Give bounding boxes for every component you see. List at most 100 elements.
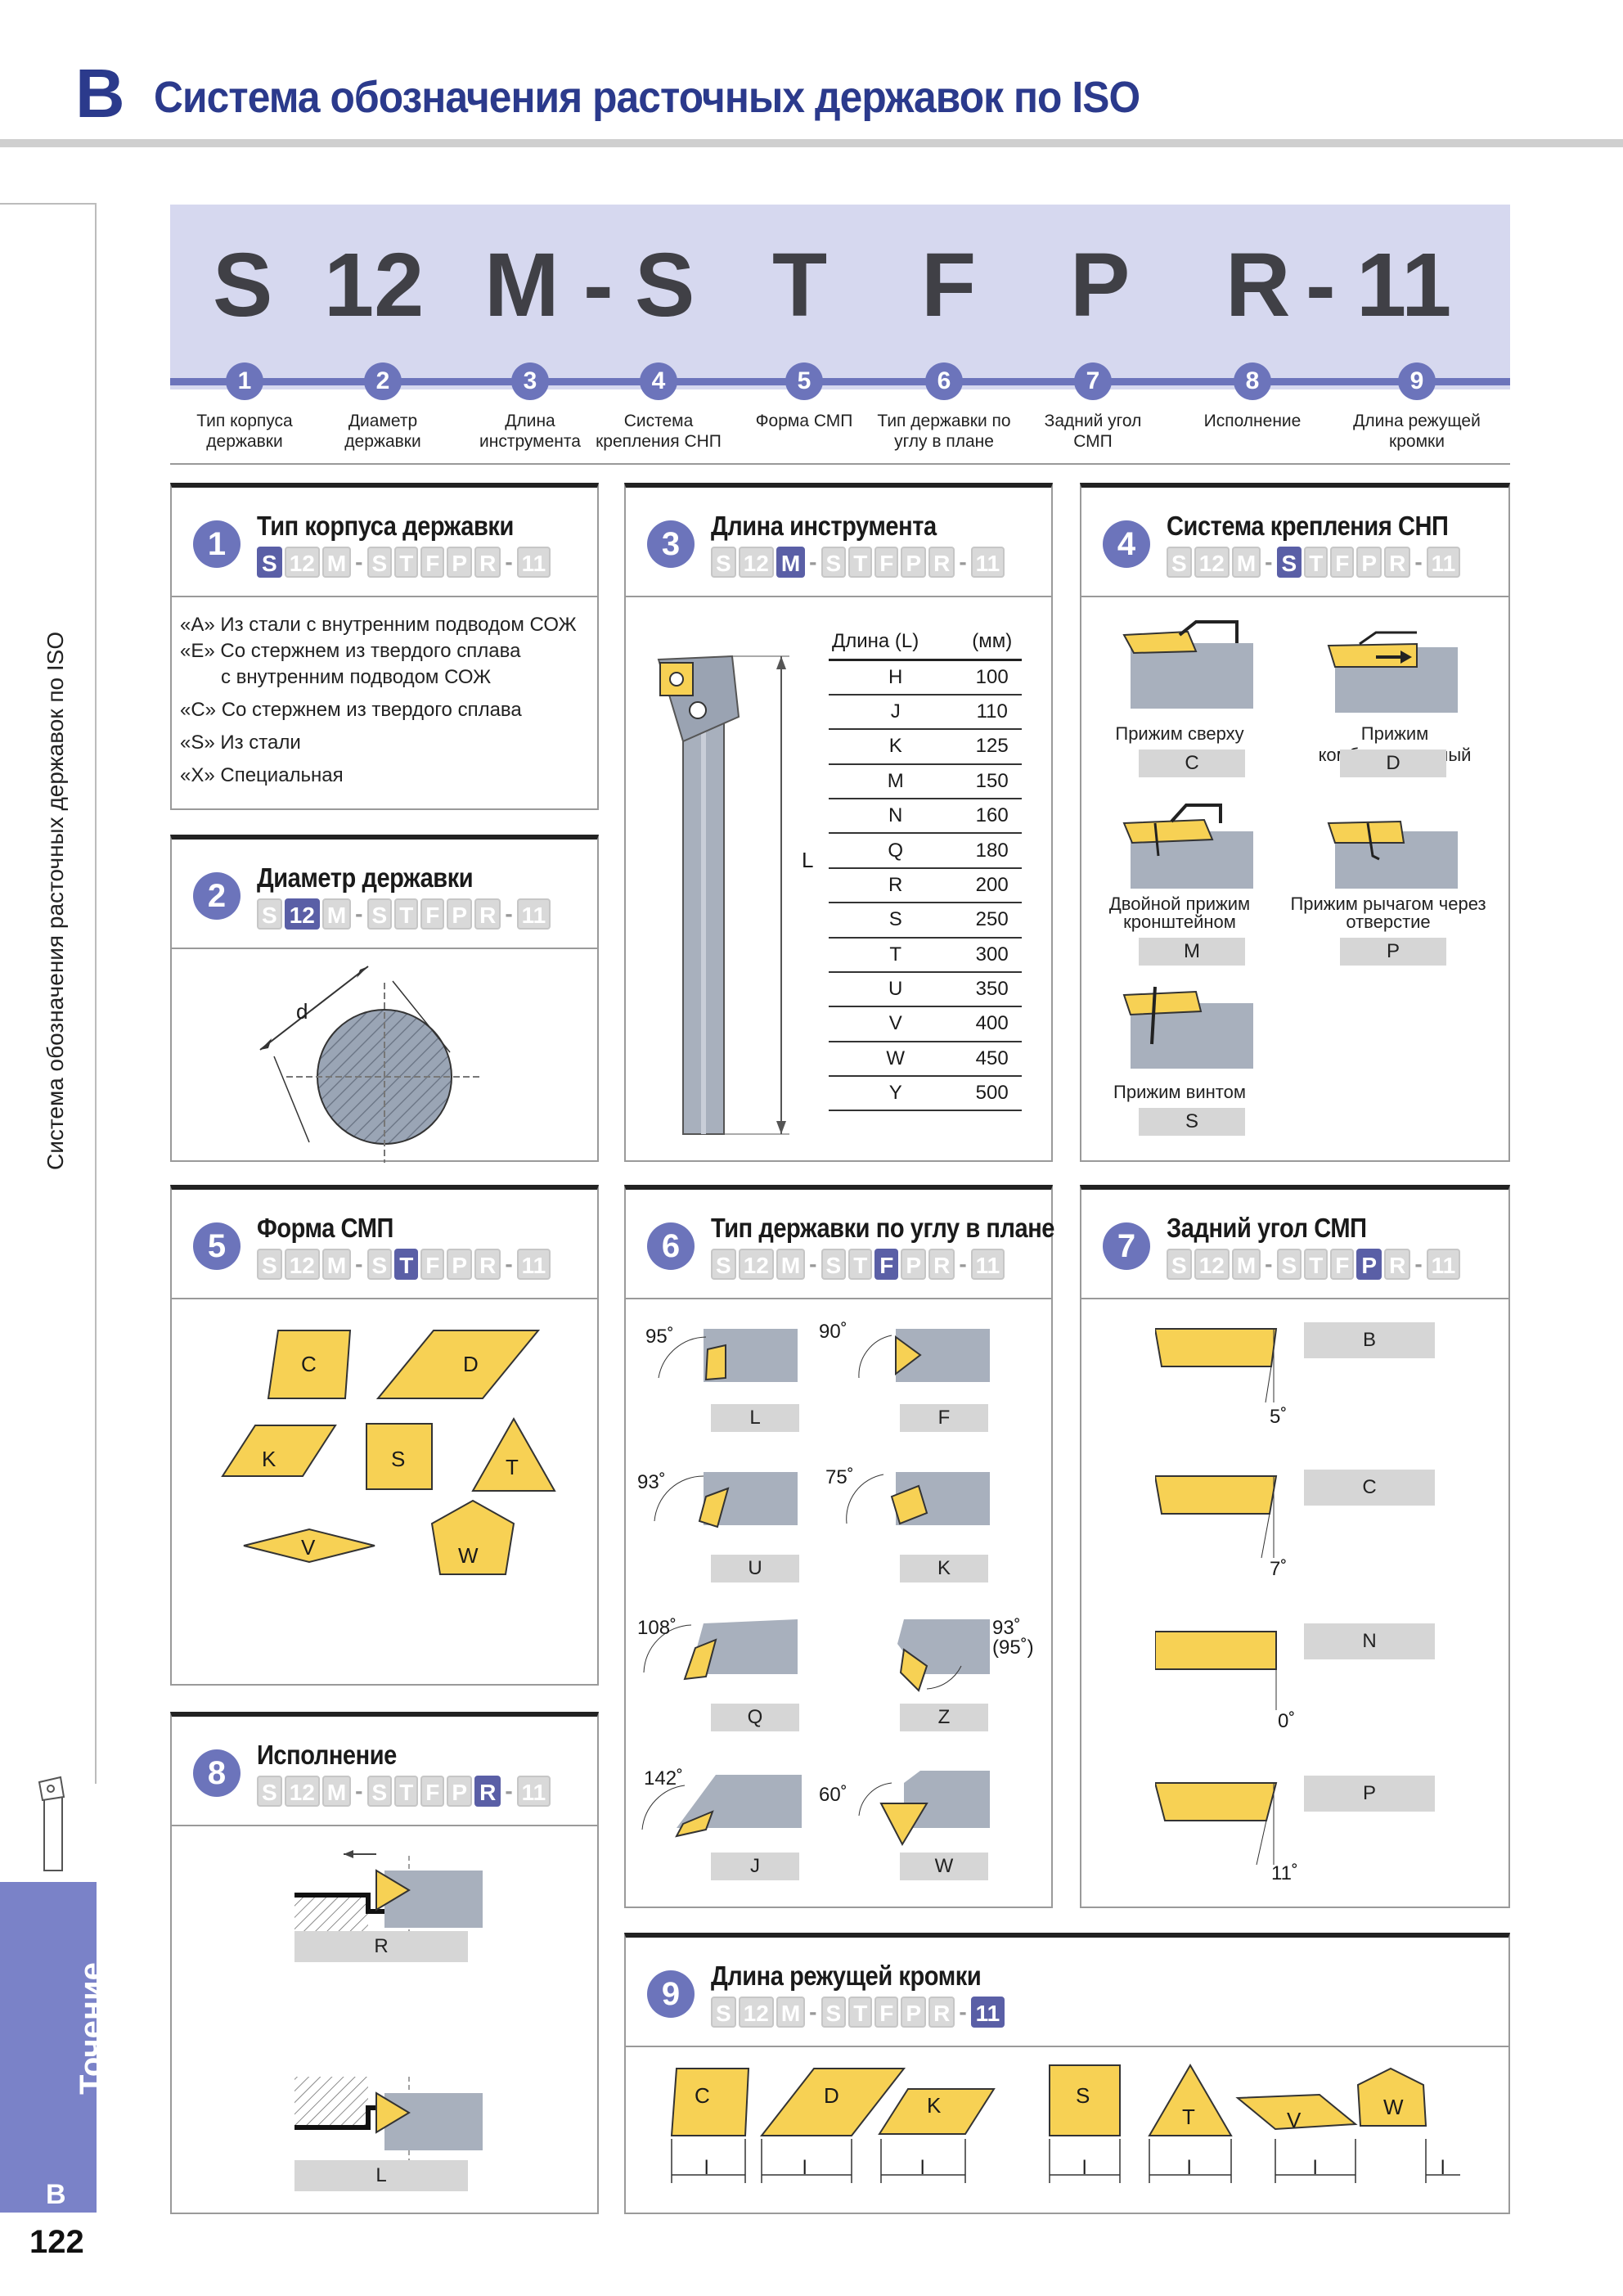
code-part: M xyxy=(484,235,560,335)
length-label: L xyxy=(802,848,814,872)
hand-code: R xyxy=(294,1931,468,1962)
clearance-angle-label: 7˚ xyxy=(1270,1558,1288,1580)
table-cell: 400 xyxy=(962,1006,1022,1042)
diameter-label: d xyxy=(296,999,308,1024)
page-title: Система обозначения расточных державок п… xyxy=(154,73,1140,122)
code-chip: - xyxy=(355,901,363,926)
code-chip: F xyxy=(420,547,445,578)
angle-label: 108˚ xyxy=(637,1617,677,1639)
table-cell: J xyxy=(829,694,963,731)
code-chip: 12 xyxy=(738,1997,774,2028)
table-cell: 160 xyxy=(962,798,1022,835)
edge-length-label: l xyxy=(803,2157,807,2179)
code-chip: S xyxy=(257,547,282,578)
code-chip: P xyxy=(1356,547,1382,578)
code-chip: T xyxy=(848,1249,873,1280)
clearance-code: N xyxy=(1304,1623,1435,1659)
code-chip: R xyxy=(474,547,501,578)
position-number: 3 xyxy=(511,362,549,400)
clearance-angle-label: 11˚ xyxy=(1271,1862,1298,1884)
table-cell: K xyxy=(829,729,963,765)
body-type-list: «A» Из стали с внутренним подводом СОЖ «… xyxy=(180,609,577,792)
angle-label: 93˚ xyxy=(637,1471,666,1493)
code-chip: R xyxy=(928,1249,955,1280)
panel-number: 6 xyxy=(647,1222,695,1270)
holder-l xyxy=(658,1329,798,1382)
code-chip: T xyxy=(1304,1249,1329,1280)
table-header: (мм) xyxy=(962,625,1022,661)
code-chip: P xyxy=(901,547,927,578)
code-part: - xyxy=(583,235,614,335)
table-cell: 100 xyxy=(962,660,1022,696)
edge-length-label: l xyxy=(920,2157,925,2179)
position-number: 6 xyxy=(925,362,963,400)
position-label: Длина инструмента xyxy=(479,412,581,451)
code-chip: T xyxy=(848,1997,873,2028)
insert-shape-d xyxy=(375,1330,541,1399)
code-chip: F xyxy=(420,1776,445,1807)
angle-label: 90˚ xyxy=(819,1321,847,1343)
code-chip: S xyxy=(257,1776,282,1807)
code-chip: - xyxy=(1414,1251,1423,1276)
code-chip: - xyxy=(355,1251,363,1276)
code-chip: S xyxy=(366,1776,393,1807)
code-chip: S xyxy=(1276,547,1302,578)
holder-k xyxy=(846,1472,990,1525)
angle-code: L xyxy=(711,1404,799,1432)
sidebar-tab-label: Точение xyxy=(74,1962,110,2095)
shape-label: K xyxy=(927,2093,942,2118)
angle-code: W xyxy=(900,1853,988,1880)
shape-label: T xyxy=(506,1455,519,1479)
code-chip: F xyxy=(420,1249,445,1280)
panel-number: 5 xyxy=(193,1222,241,1270)
insert-shape-s xyxy=(1049,2064,1121,2136)
position-label: Диаметр державки xyxy=(344,412,421,451)
list-item: «X» Специальная xyxy=(180,764,344,786)
code-chip: - xyxy=(959,549,967,574)
code-chip: 11 xyxy=(1426,547,1461,578)
angle-label: 75˚ xyxy=(825,1466,854,1488)
designation-code: S 12 M - S T F P R - 11 xyxy=(170,233,1510,340)
code-chip: - xyxy=(355,1778,363,1803)
code-chip: S xyxy=(820,1997,847,2028)
panel-title: Диаметр державки xyxy=(257,862,474,893)
insert-shape-c xyxy=(267,1330,352,1399)
list-item: «E» Со стержнем из твердого сплава xyxy=(180,640,521,662)
clamp-screw-diagram xyxy=(1122,986,1253,1069)
position-number: 4 xyxy=(640,362,677,400)
holder-q xyxy=(643,1619,798,1681)
table-cell: 500 xyxy=(962,1076,1022,1112)
code-chip: R xyxy=(1384,547,1411,578)
code-chip: M xyxy=(1231,547,1261,578)
code-chip: M xyxy=(321,1249,352,1280)
shape-label: W xyxy=(458,1543,479,1568)
code-chip: S xyxy=(711,1249,736,1280)
holder-z xyxy=(897,1619,990,1692)
code-chip: P xyxy=(901,1997,927,2028)
clamp-double-diagram xyxy=(1122,804,1253,889)
insert-shape-c xyxy=(670,2068,750,2136)
code-chip: S xyxy=(366,1249,393,1280)
clamp-label: Прижим рычагом через отверстие xyxy=(1290,894,1486,932)
clearance-code: C xyxy=(1304,1470,1435,1506)
insert-shape-t xyxy=(471,1416,556,1492)
code-chip: P xyxy=(447,547,473,578)
clamp-label: Прижим винтом xyxy=(1113,1082,1246,1102)
code-chip: - xyxy=(809,1999,817,2024)
insert-shape-t xyxy=(1148,2064,1233,2136)
table-cell: Y xyxy=(829,1076,963,1112)
sidebar-tab[interactable] xyxy=(0,1882,97,2177)
code-chip: R xyxy=(928,1997,955,2028)
code-part: 12 xyxy=(324,235,425,335)
